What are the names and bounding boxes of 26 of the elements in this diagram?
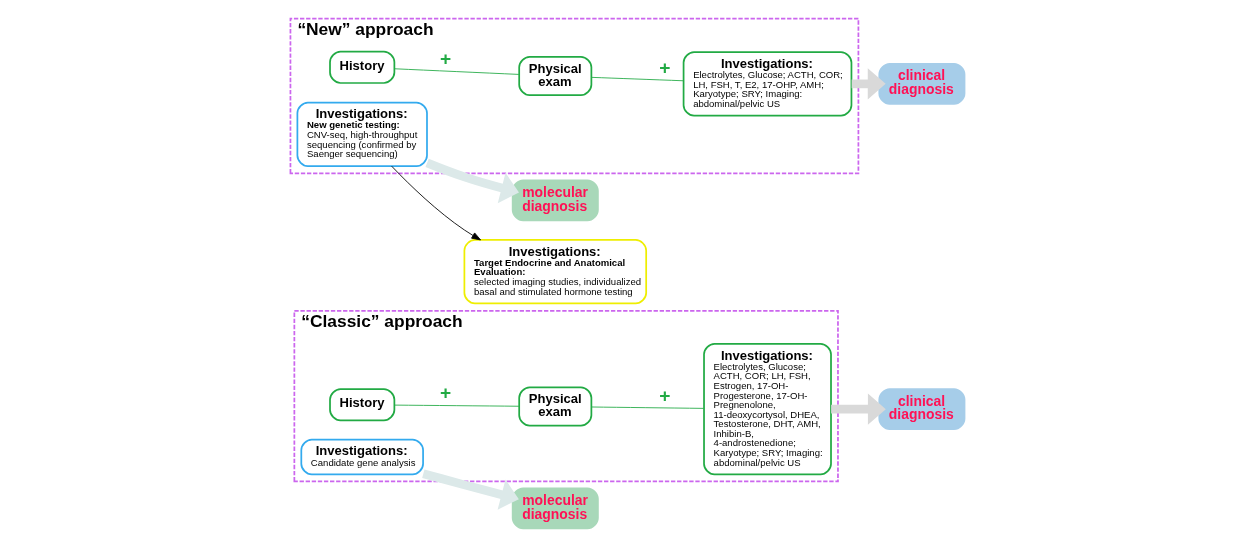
arrow [391,165,482,241]
node-box: History [329,388,396,422]
node-box: molecular diagnosis [511,487,599,530]
edge-label: + [440,48,452,70]
edge-label: + [659,384,671,406]
node-box: History [329,50,396,84]
edge-label: + [659,56,671,78]
connector [394,404,520,407]
node-box: molecular diagnosis [511,179,599,222]
node-box: Investigations: New genetic testing: CNV-seq, high-throughput sequencing (confirmed by Saenger sequencing) [296,101,428,167]
connector [590,76,684,82]
node-box: Investigations: Target Endocrine and Anatomical Evaluation: selected imaging studies, individualized basal and stimulated hormone testing [463,239,648,305]
arrow [425,158,519,204]
node-box: Investigations: Electrolytes, Glucose; ACTH, COR; LH, FSH, T, E2, 17-OHP, AMH; Karyotype; SRY; Imaging: abdominal/pelvic US [682,51,853,117]
arrow [831,393,886,425]
node-box: Physical exam [518,386,593,427]
node-box: Investigations: Candidate gene analysis [300,438,424,476]
edge-label: + [440,382,452,404]
connector [590,406,705,409]
connector [394,68,520,75]
node-box: clinical diagnosis [878,388,966,431]
node-box: Physical exam [518,56,593,97]
node-box: Investigations: Electrolytes, Glucose; ACTH, COR; LH, FSH, Estrogen, 17-OH-Progesterone, 17-OH-Pregnenolone, 11-deoxycortysol, DHEA, Testosterone, DHT, AMH, Inhibin-B, 4-androstenedione; Karyotype; SRY; Imaging: abdominal/pelvic US [703,343,832,476]
arrow [422,469,519,510]
node-box: clinical diagnosis [878,63,966,105]
arrow [851,68,886,100]
